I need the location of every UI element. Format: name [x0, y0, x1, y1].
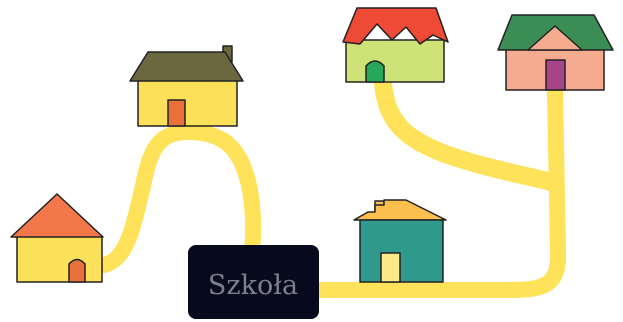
house-wall	[138, 80, 237, 126]
house-roof	[354, 200, 446, 220]
house-bottom-middle	[354, 200, 446, 282]
house-door	[546, 60, 565, 90]
house-top-middle	[130, 46, 243, 126]
road-top-right-house	[500, 92, 558, 290]
house-wall	[360, 220, 443, 282]
house-wall	[17, 236, 102, 282]
house-door	[381, 253, 400, 282]
road-top-center-house	[383, 84, 555, 183]
house-door	[366, 61, 384, 82]
house-door	[69, 260, 85, 283]
house-roof	[130, 52, 243, 81]
school-label: Szkoła	[208, 270, 298, 301]
house-wall	[346, 40, 444, 82]
house-left	[11, 194, 103, 282]
house-roof	[11, 194, 103, 237]
house-top-right	[498, 15, 613, 90]
school: Szkoła	[188, 245, 319, 319]
house-top-center	[343, 8, 448, 82]
house-roof	[343, 8, 448, 44]
house-door	[168, 100, 185, 126]
